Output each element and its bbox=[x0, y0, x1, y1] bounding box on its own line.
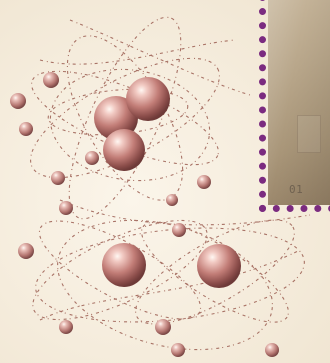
dotted-frame bbox=[259, 0, 330, 212]
lower-orbit-lines bbox=[20, 199, 310, 363]
large-spheres bbox=[94, 77, 241, 288]
